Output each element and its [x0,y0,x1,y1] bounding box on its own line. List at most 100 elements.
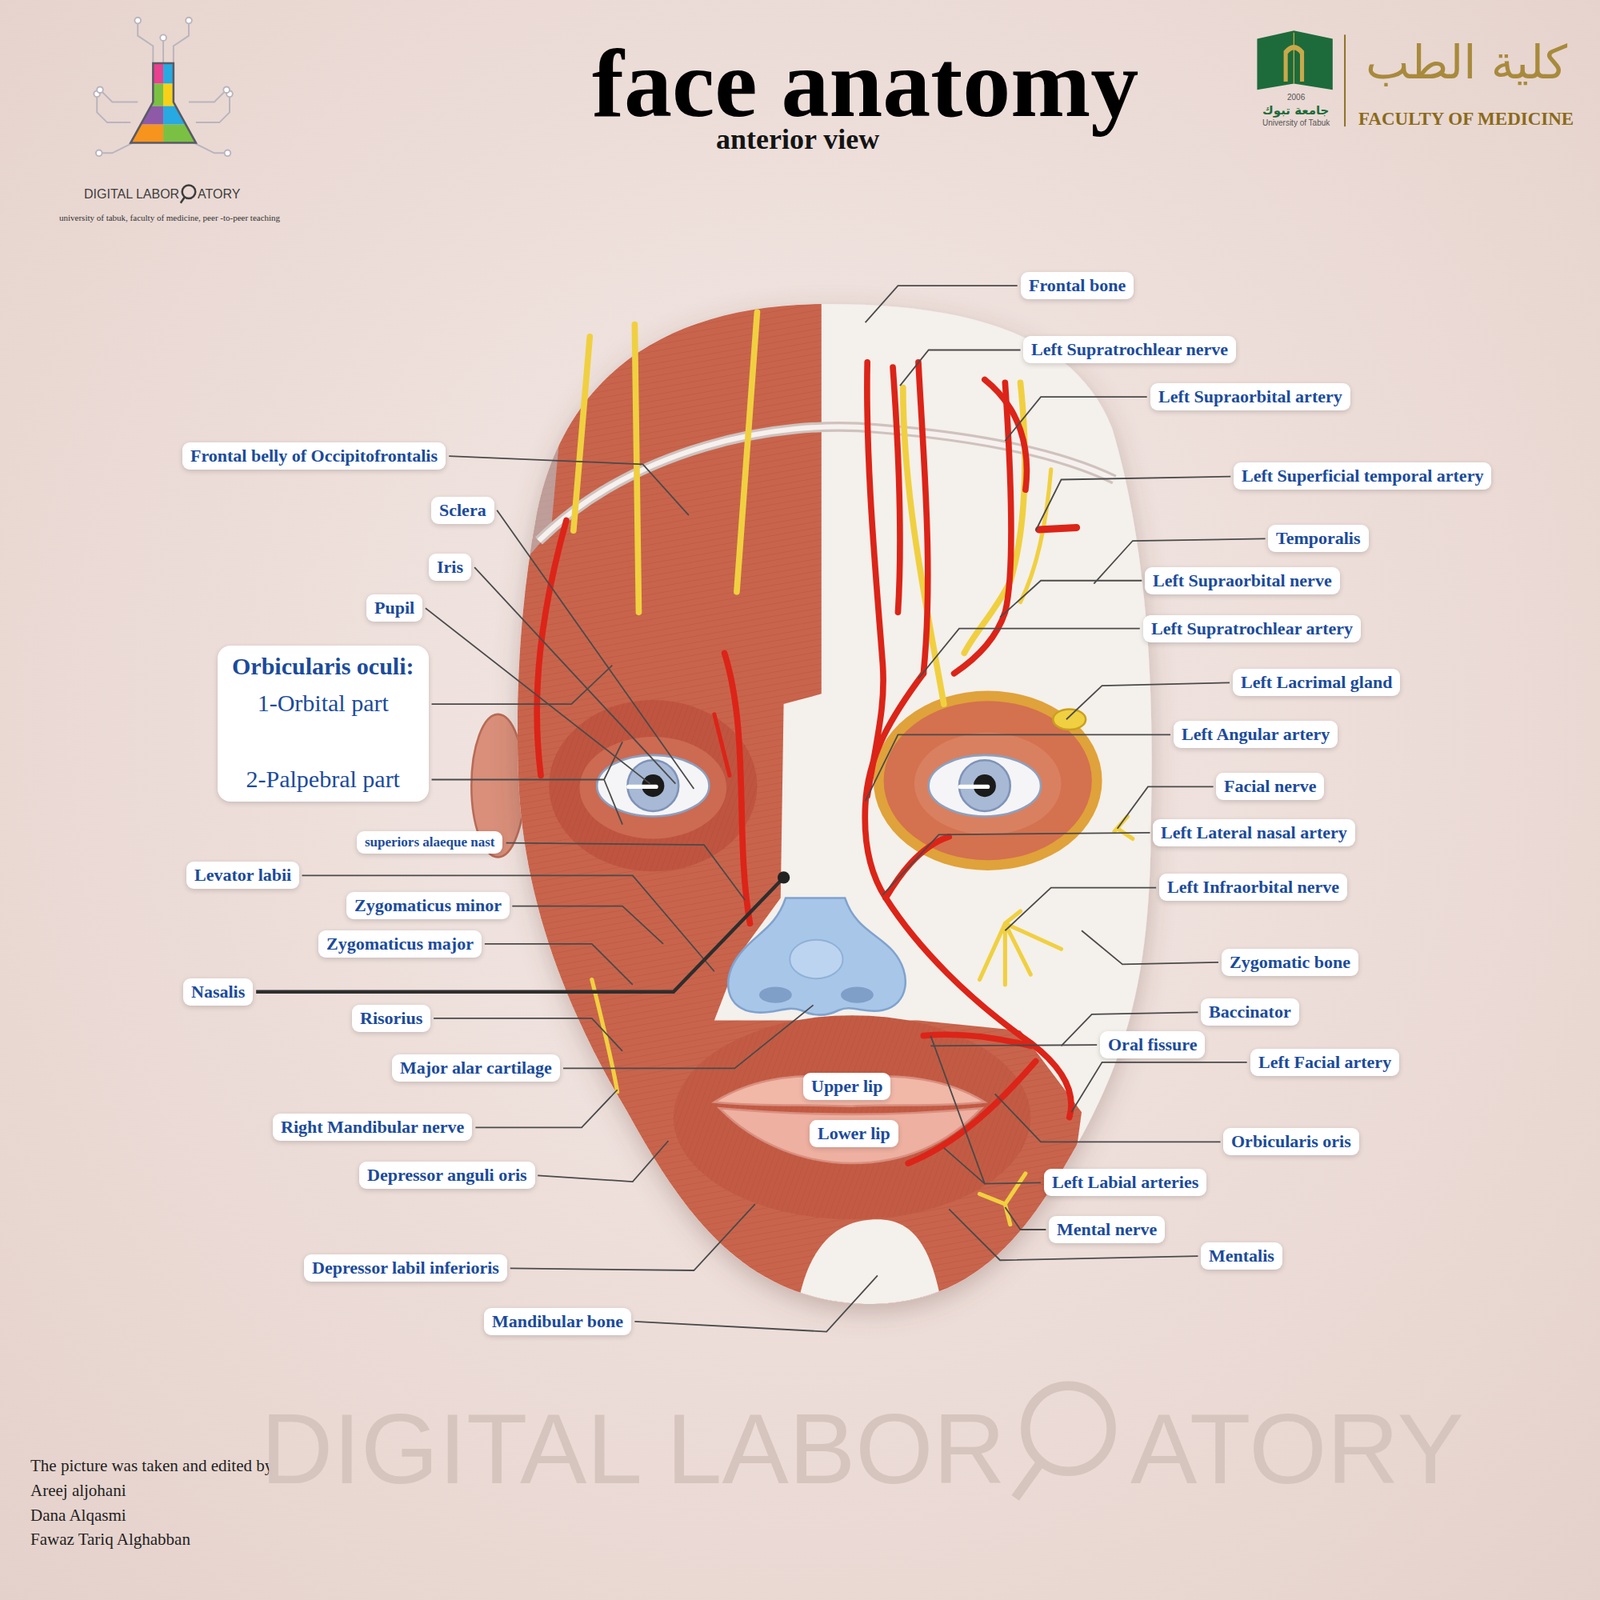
artery [1038,527,1076,530]
leader-line [475,1089,617,1128]
leader-line [432,741,624,780]
label-text: Left Supratrochlear nerve [1031,339,1228,360]
leader-line [510,1204,756,1271]
leader-line [865,285,1018,323]
leader-line [1004,396,1147,441]
nerve [979,911,1061,985]
label-text: Pupil [374,597,415,619]
label-text: Mentalis [1208,1245,1275,1267]
logo-text: DIGITAL LABOR [84,186,180,202]
university-emblem [1344,34,1346,127]
label-text: Mental nerve [1056,1219,1157,1240]
watermark-icon [1015,1462,1041,1499]
leader-line [604,779,623,824]
watermark-icon [1025,1385,1112,1472]
label-box: Temporalis [1268,524,1369,552]
label-box: Mandibular bone [484,1308,632,1336]
nerve [573,336,590,531]
label-text: Frontal bone [1028,275,1126,296]
leader-line [302,875,715,972]
lab-logo [193,143,224,154]
leader-line [918,628,1140,680]
leader-dot [777,871,790,884]
emblem-name: University of Tabuk [1262,118,1330,128]
part-text: 1-Orbital part [232,688,415,718]
leader-line [948,1208,1198,1260]
lab-logo [96,150,103,157]
emblem-year: 2006 [1287,92,1305,103]
label-text: superiors alaeque nast [364,834,495,851]
eyeball [960,784,988,789]
label-box: Sclera [431,496,495,524]
leader-line [506,843,745,900]
leader-line [1004,1207,1046,1230]
university-emblem [1293,32,1295,84]
label-text: Orbicularis oris [1231,1131,1352,1152]
leader-line [256,877,784,992]
label-box: Left Angular artery [1173,720,1338,748]
artery [984,379,1028,490]
leader-line [432,665,613,704]
label-box: Left Supratrochlear artery [1143,615,1361,643]
label-box: Iris [428,553,472,581]
lab-logo [182,185,196,200]
muscle-layer [0,0,1082,1327]
lab-logo [160,34,167,41]
lab-logo [196,96,230,123]
nose-cartilage [728,897,906,1015]
lab-logo [102,143,133,154]
artery [536,362,1077,1164]
leader-line [1004,888,1156,932]
label-box: Left Infraorbital nerve [1159,873,1348,901]
eye-muscle [914,732,1062,836]
artery [724,652,751,924]
label-box: superiors alaeque nast [356,831,503,854]
logo-text: ATORY [197,186,240,202]
label-text: Left Angular artery [1181,724,1330,745]
lab-logo [96,96,131,123]
label-box: Facial nerve [1216,772,1324,800]
lab-logo [102,92,139,103]
muscle-layer [652,1193,715,1316]
eye-muscle [579,736,727,840]
lips [714,1076,985,1107]
lab-logo [96,86,104,93]
nose-cartilage [840,986,874,1003]
leader-line [1000,580,1142,618]
lips [719,1108,982,1164]
label-box: Upper lip [803,1072,891,1100]
eyeball [628,784,656,789]
leader-line [512,906,664,944]
leader-line [496,510,694,789]
label-box: Mental nerve [1048,1216,1165,1244]
leader-line [930,1044,1097,1046]
nerve [736,312,758,592]
label-text: Left Superficial temporal artery [1241,465,1484,487]
lab-logo [224,150,232,157]
label-text: Iris [436,556,464,578]
faculty-name: كلية الطب [1365,35,1568,92]
label-text: Left Supraorbital nerve [1152,570,1332,592]
label-text: Baccinator [1208,1001,1292,1023]
label-text: Left Supratrochlear artery [1151,618,1353,640]
artery [867,362,884,796]
label-box: Frontal bone [1020,272,1134,300]
label-text: Zygomaticus minor [354,895,502,916]
label-text: Mandibular bone [492,1311,624,1332]
label-text: Facial nerve [1224,776,1316,797]
label-box: Major alar cartilage [392,1054,560,1082]
artery [714,714,730,776]
nose-cartilage [759,986,792,1003]
leader-line [1036,476,1232,532]
lab-logo [127,61,164,84]
label-text: Temporalis [1276,528,1361,549]
artery [954,382,1012,674]
leader-line [537,1140,668,1182]
muscle-layer [0,0,1082,1327]
lab-logo [127,84,164,107]
label-box: Right Mandibular nerve [272,1113,472,1141]
credit-text: Dana Alqasmi [30,1505,127,1526]
nerve [979,1173,1025,1225]
muscle-layer [0,0,1082,1327]
lips [714,1076,985,1164]
